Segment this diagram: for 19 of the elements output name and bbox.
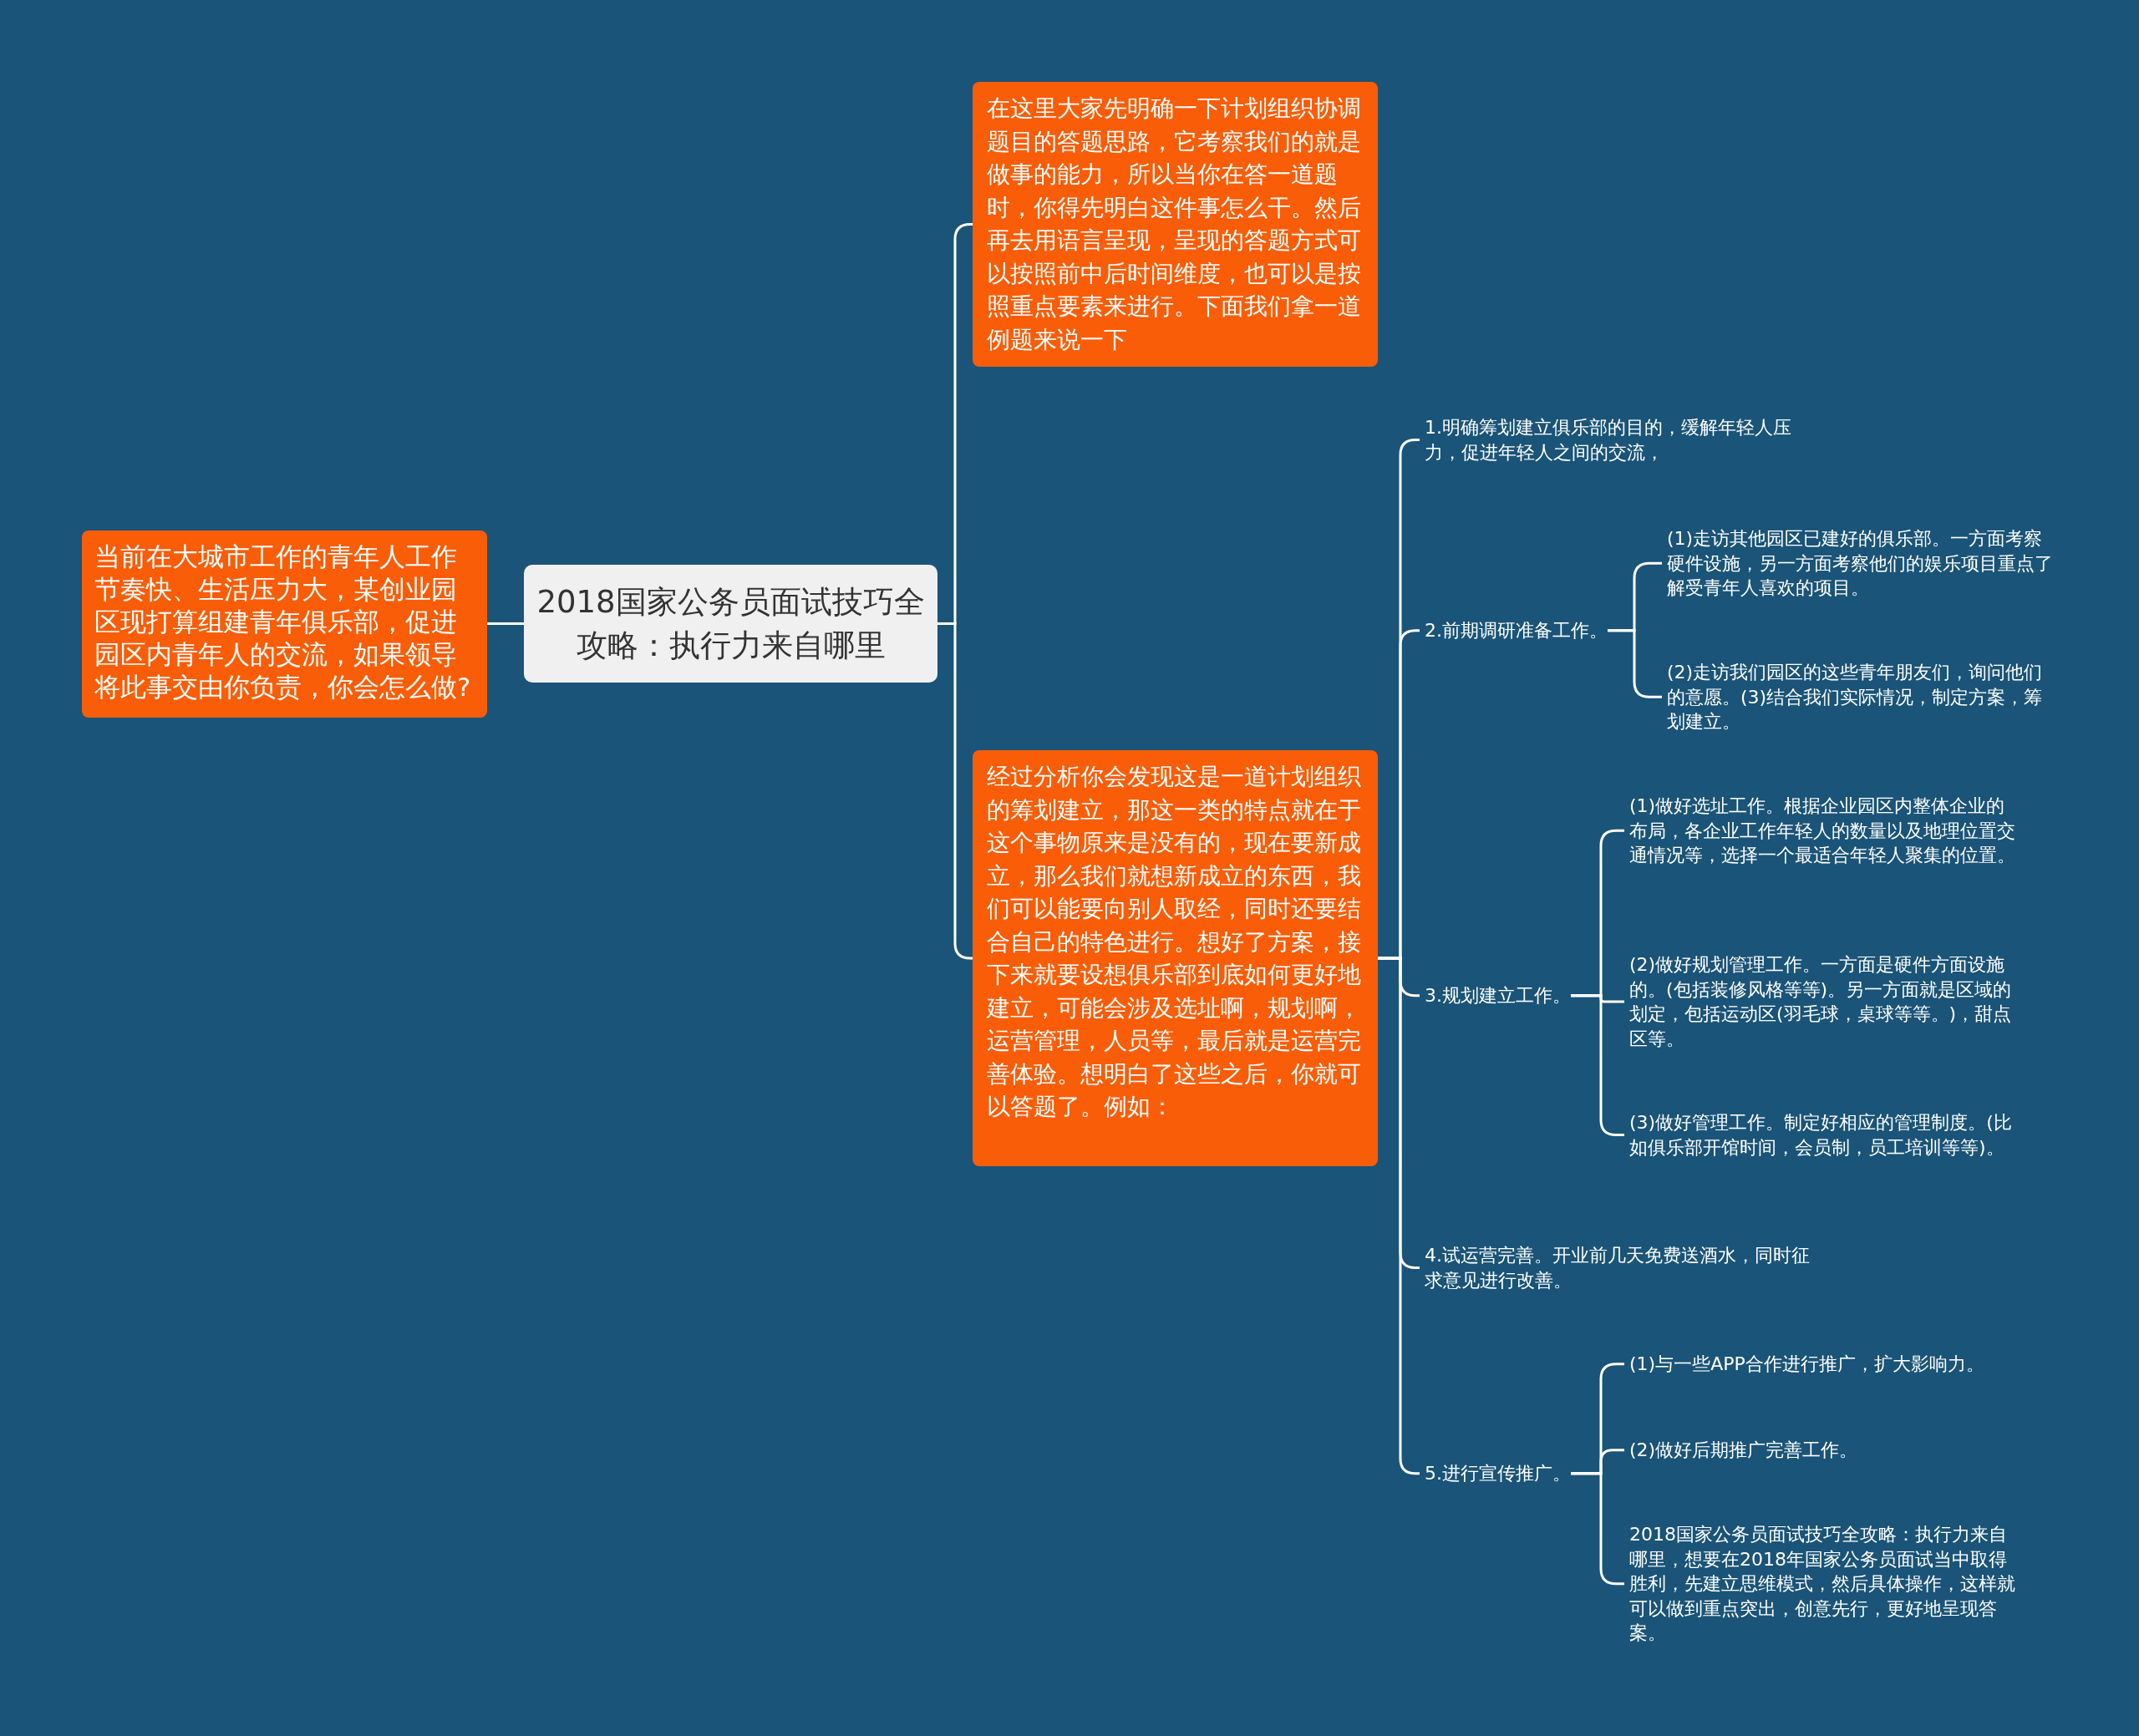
connector-line — [487, 622, 524, 625]
branch-text: (1)与一些APP合作进行推广，扩大影响力。 — [1624, 1352, 2092, 1377]
branch-text: (1)做好选址工作。根据企业园区内整体企业的布局，各企业工作年轻人的数量以及地理位置交通情况等，选择一个最适合年轻人聚集的位置。 — [1624, 794, 2020, 868]
note-box: 经过分析你会发现这是一道计划组织的筹划建立，那这一类的特点就在于这个事物原来是没有的，现在要新成立，那么我们就想新成立的东西，我们可以能要向别人取经，同时还要结合自己的特色进行。想好了方案，接下来就要设想俱乐部到底如何更好地建立，可能会涉及选址啊，规划啊，运营管理，人员等，最后就是运营完善体验。想明白了这些之后，你就可以答题了。例如： — [973, 750, 1378, 1166]
connector-line — [937, 622, 973, 960]
branch-text: (3)做好管理工作。制定好相应的管理制度。(比如俱乐部开馆时间，会员制，员工培训等等)。 — [1624, 1110, 2020, 1160]
note-box: 当前在大城市工作的青年人工作节奏快、生活压力大，某创业园区现打算组建青年俱乐部，促进园区内青年人的交流，如果领导将此事交由你负责，你会怎么做? — [82, 530, 487, 718]
branch-text: (2)做好后期推广完善工作。 — [1624, 1438, 2092, 1463]
branch-text: 3.规划建立工作。 — [1420, 983, 1571, 1008]
topic-box: 2018国家公务员面试技巧全攻略：执行力来自哪里 — [524, 565, 937, 683]
branch-text: 5.进行宣传推广。 — [1420, 1461, 1571, 1486]
branch-text: 2.前期调研准备工作。 — [1420, 618, 1608, 643]
branch-text: 1.明确筹划建立俱乐部的目的，缓解年轻人压力，促进年轻人之间的交流， — [1420, 415, 1821, 464]
branch-text: 2018国家公务员面试技巧全攻略：执行力来自哪里，想要在2018年国家公务员面试当中取得胜利，先建立思维模式，然后具体操作，这样就可以做到重点突出，创意先行，更好地呈现答案。 — [1624, 1522, 2020, 1646]
branch-text: (2)做好规划管理工作。一方面是硬件方面设施的。(包括装修风格等等)。另一方面就是区域的划定，包括运动区(羽毛球，桌球等等。)，甜点区等。 — [1624, 952, 2020, 1051]
branch-text: (2)走访我们园区的这些青年朋友们，询问他们的意愿。(3)结合我们实际情况，制定方案，筹划建立。 — [1662, 660, 2059, 734]
branch-text: (1)走访其他园区已建好的俱乐部。一方面考察硬件设施，另一方面考察他们的娱乐项目重点了解受青年人喜欢的项目。 — [1662, 526, 2059, 601]
note-box: 在这里大家先明确一下计划组织协调题目的答题思路，它考察我们的就是做事的能力，所以当你在答一道题时，你得先明白这件事怎么干。然后再去用语言呈现，呈现的答题方式可以按照前中后时间维度，也可以是按照重点要素来进行。下面我们拿一道例题来说一下 — [973, 82, 1378, 367]
branch-text: 4.试运营完善。开业前几天免费送酒水，同时征求意见进行改善。 — [1420, 1243, 1821, 1292]
